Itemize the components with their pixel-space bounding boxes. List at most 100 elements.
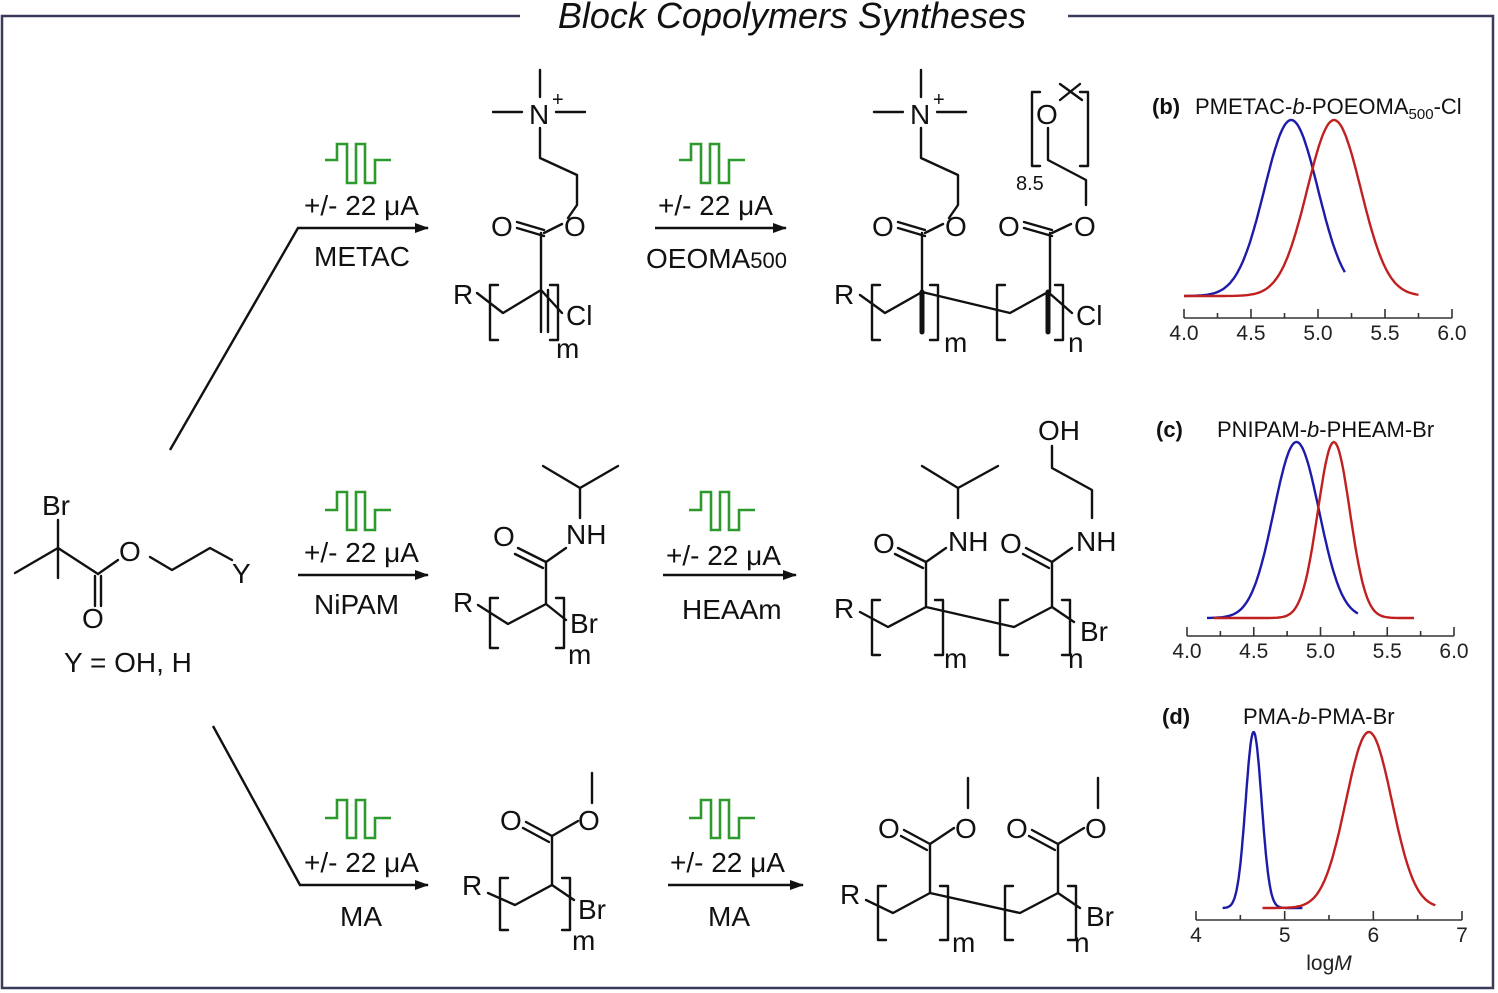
row1-step2-monomer: OEOMA500 (646, 243, 787, 274)
row3-step1-monomer: MA (340, 901, 382, 932)
svg-text:O: O (998, 211, 1020, 242)
svg-text:R: R (834, 593, 854, 624)
svg-text:R: R (453, 587, 473, 618)
row-3: +/- 22 μA MA O O R Br m +/- 22 μA MA (304, 771, 1114, 958)
svg-text:O: O (500, 805, 522, 836)
waveform-icon (689, 490, 755, 532)
initiator-caption: Y = OH, H (64, 647, 192, 678)
copolymer-trace (1184, 118, 1419, 298)
x-tick-label: 5.0 (1306, 640, 1335, 663)
row3-step2-current: +/- 22 μA (670, 847, 785, 878)
svg-text:O: O (564, 211, 586, 242)
row2-step2-monomer: HEAAm (682, 594, 782, 625)
svg-text:m: m (568, 639, 591, 670)
scheme-frame (0, 14, 1495, 990)
svg-text:m: m (556, 333, 579, 364)
row1-block1-structure: N + O O R Cl m (453, 68, 592, 364)
row2-step1-monomer: NiPAM (314, 589, 399, 620)
waveform-icon (679, 142, 745, 185)
svg-text:O: O (1085, 813, 1107, 844)
x-tick-label: 6 (1367, 924, 1379, 947)
panel-title: PMA-b-PMA-Br (1243, 704, 1395, 729)
svg-text:O: O (872, 211, 894, 242)
svg-text:Br: Br (1080, 616, 1108, 647)
svg-text:Br: Br (570, 608, 598, 639)
row2-copolymer-structure: NH NH O O OH R Br m n (834, 415, 1116, 674)
first-block-trace (1184, 118, 1346, 298)
row2-step2-current: +/- 22 μA (666, 540, 781, 571)
x-tick-label: 4.5 (1236, 322, 1265, 345)
svg-text:R: R (453, 279, 473, 310)
waveform-icon (689, 798, 755, 840)
svg-text:N: N (910, 99, 930, 130)
panel-title: PNIPAM-b-PHEAM-Br (1217, 417, 1434, 442)
svg-text:O: O (878, 813, 900, 844)
first-block-trace (1207, 440, 1359, 620)
svg-text:8.5: 8.5 (1016, 173, 1044, 195)
x-tick-label: 5.5 (1370, 322, 1399, 345)
svg-text:NH: NH (1076, 526, 1116, 557)
panel-label: (c) (1156, 417, 1183, 442)
row-1: +/- 22 μA METAC N + O O R Cl m +/- 22 μA… (304, 68, 1102, 364)
row2-block1-structure: NH O R Br m (453, 464, 620, 670)
row3-step2-monomer: MA (708, 901, 750, 932)
svg-text:m: m (944, 327, 967, 358)
svg-text:R: R (834, 279, 854, 310)
svg-text:Cl: Cl (1076, 300, 1102, 331)
first-block-trace (1222, 730, 1303, 910)
svg-text:O: O (578, 805, 600, 836)
initiator-br: Br (42, 490, 70, 521)
x-tick-label: 4.0 (1169, 322, 1198, 345)
row3-step1-current: +/- 22 μA (304, 847, 419, 878)
svg-text:Br: Br (1086, 901, 1114, 932)
x-tick-label: 5.0 (1303, 322, 1332, 345)
svg-text:O: O (873, 528, 895, 559)
initiator-o-carbonyl: O (82, 603, 104, 634)
copolymer-trace (1262, 730, 1436, 910)
svg-text:m: m (944, 643, 967, 674)
svg-text:O: O (1036, 99, 1058, 130)
row1-step2-current: +/- 22 μA (658, 190, 773, 221)
svg-text:NH: NH (948, 526, 988, 557)
svg-text:m: m (572, 925, 595, 956)
panel-title: PMETAC-b-POEOMA500-Cl (1195, 94, 1462, 123)
svg-text:R: R (840, 879, 860, 910)
svg-text:n: n (1068, 327, 1084, 358)
row2-step1-current: +/- 22 μA (304, 537, 419, 568)
svg-text:n: n (1074, 927, 1090, 958)
branch-lines (168, 223, 429, 890)
svg-text:n: n (1068, 643, 1084, 674)
waveform-icon (325, 142, 391, 185)
svg-text:O: O (945, 211, 967, 242)
svg-text:O: O (1006, 813, 1028, 844)
initiator-y: Y (232, 558, 251, 589)
waveform-icon (325, 490, 391, 532)
row-2: +/- 22 μA NiPAM NH O R Br m +/- 22 μA HE… (304, 415, 1116, 674)
x-tick-label: 4.5 (1239, 640, 1268, 663)
svg-text:m: m (952, 927, 975, 958)
svg-text:NH: NH (566, 519, 606, 550)
svg-text:N: N (529, 99, 549, 130)
x-tick-label: 7 (1456, 924, 1468, 947)
row3-copolymer-structure: O O O O R Br m n (840, 776, 1114, 958)
svg-text:R: R (462, 870, 482, 901)
svg-text:+: + (933, 89, 945, 111)
svg-text:+: + (552, 89, 564, 111)
svg-text:Cl: Cl (566, 300, 592, 331)
row1-step1-monomer: METAC (314, 241, 410, 272)
row1-step1-current: +/- 22 μA (304, 190, 419, 221)
panel-label: (d) (1162, 704, 1190, 729)
x-tick-label: 4.0 (1172, 640, 1201, 663)
x-tick-label: 6.0 (1437, 322, 1466, 345)
svg-text:O: O (1074, 211, 1096, 242)
row3-block1-structure: O O R Br m (462, 771, 606, 956)
x-tick-label: 5.5 (1373, 640, 1402, 663)
scheme-title: Block Copolymers Syntheses (558, 0, 1026, 36)
svg-text:O: O (1000, 528, 1022, 559)
gpc-panel-b: (b) PMETAC-b-POEOMA500-Cl 4.0 4.5 5.0 5.5 6.0 (1152, 94, 1467, 345)
panel-label: (b) (1152, 94, 1180, 119)
x-tick-label: 4 (1190, 924, 1202, 947)
